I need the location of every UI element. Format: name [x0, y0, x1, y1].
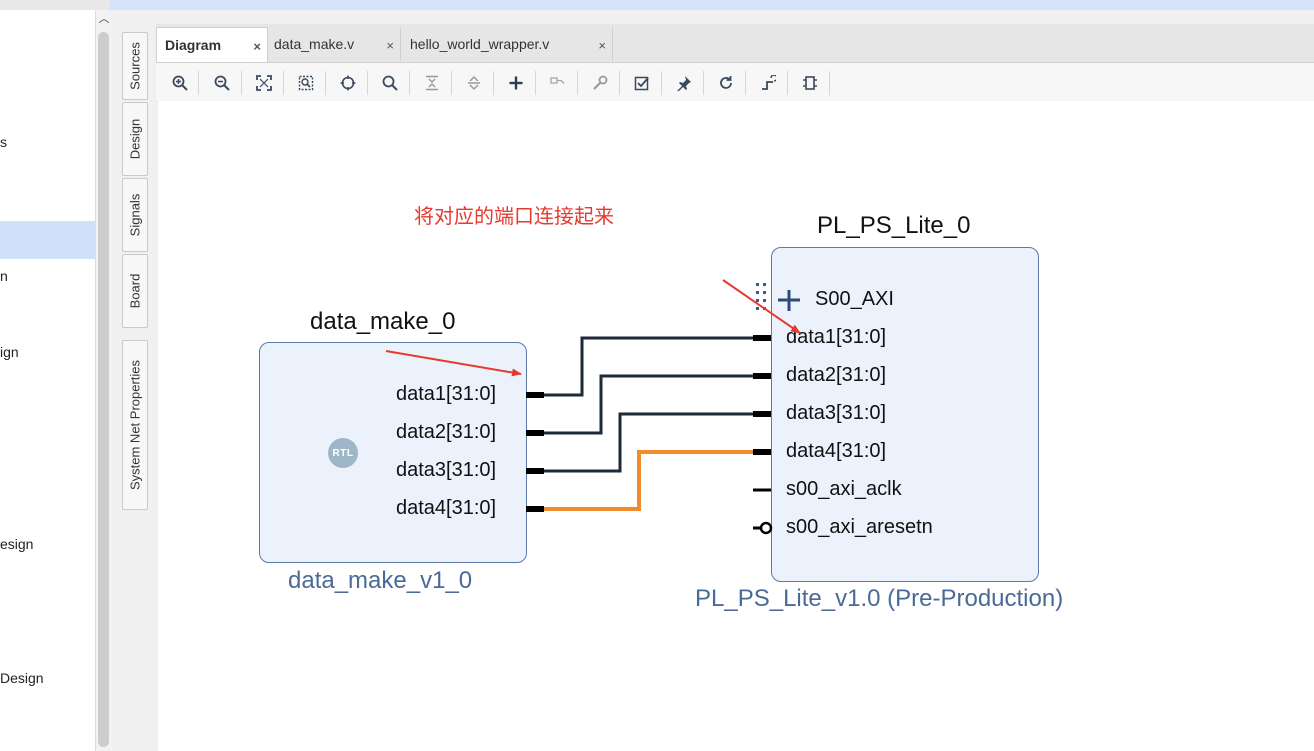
toolbar-separator	[198, 71, 199, 95]
address-icon[interactable]	[799, 72, 821, 94]
toolbar-separator	[577, 71, 578, 95]
annotation-arrow	[722, 279, 801, 334]
input-port-data4[interactable]: data4[31:0]	[786, 440, 887, 462]
expand-icon[interactable]	[463, 72, 485, 94]
search-icon[interactable]	[379, 72, 401, 94]
toolbar-separator	[787, 71, 788, 95]
block-ip-name: data_make_v1_0	[288, 567, 473, 594]
editor-tab-bar: Diagram × data_make.v × hello_world_wrap…	[156, 24, 1314, 63]
make-connection-icon[interactable]	[547, 72, 569, 94]
nav-item[interactable]: esign	[0, 536, 34, 552]
pin-stub[interactable]	[526, 392, 544, 398]
scrollbar-thumb[interactable]	[98, 32, 109, 747]
toolbar-separator	[703, 71, 704, 95]
tab-hello-world-wrapper-v[interactable]: hello_world_wrapper.v ×	[402, 27, 613, 61]
tab-label: Diagram	[165, 37, 222, 53]
nav-item[interactable]: n	[0, 268, 8, 284]
net-data3[interactable]	[544, 412, 753, 473]
regenerate-icon[interactable]	[715, 72, 737, 94]
toolbar-separator	[283, 71, 284, 95]
output-port-data2[interactable]: data2[31:0]	[396, 421, 497, 443]
pin-stub[interactable]	[526, 468, 544, 474]
tab-label: data_make.v	[274, 36, 355, 52]
toolbar-separator	[661, 71, 662, 95]
pin-stub[interactable]	[526, 506, 544, 512]
toolbar-separator	[409, 71, 410, 95]
pin-stub[interactable]	[526, 430, 544, 436]
reset-pin-bubble	[759, 521, 773, 535]
input-port-data3[interactable]: data3[31:0]	[786, 402, 887, 424]
toolbar-separator	[619, 71, 620, 95]
input-port-data2[interactable]: data2[31:0]	[786, 364, 887, 386]
tab-diagram[interactable]: Diagram ×	[156, 27, 268, 62]
zoom-out-icon[interactable]	[211, 72, 233, 94]
flow-navigator: s n ign esign Design	[0, 10, 95, 751]
data-make-block[interactable]	[259, 342, 527, 563]
side-tab-signals[interactable]: Signals	[122, 178, 148, 252]
block-ip-name: PL_PS_Lite_v1.0 (Pre-Production)	[695, 585, 1064, 612]
toolbar-separator	[325, 71, 326, 95]
collapse-icon[interactable]	[421, 72, 443, 94]
expand-plus-icon[interactable]	[778, 290, 800, 311]
pl-ps-lite-block[interactable]	[771, 247, 1039, 582]
net-data1[interactable]	[544, 336, 753, 397]
window-top-strip-left	[0, 0, 110, 10]
zoom-area-icon[interactable]	[295, 72, 317, 94]
toolbar-separator	[241, 71, 242, 95]
nav-item[interactable]: s	[0, 134, 7, 150]
center-icon[interactable]	[337, 72, 359, 94]
toolbar-separator	[493, 71, 494, 95]
input-port-data1[interactable]: data1[31:0]	[786, 326, 887, 348]
tab-data-make-v[interactable]: data_make.v ×	[266, 27, 401, 61]
pin-icon[interactable]	[673, 72, 695, 94]
pin-stub[interactable]	[753, 373, 771, 379]
zoom-in-icon[interactable]	[169, 72, 191, 94]
annotation-arrow	[385, 350, 522, 377]
reset-port[interactable]: s00_axi_aresetn	[786, 516, 933, 538]
properties-icon[interactable]	[589, 72, 611, 94]
output-port-data3[interactable]: data3[31:0]	[396, 459, 497, 481]
output-port-data4[interactable]: data4[31:0]	[396, 497, 497, 519]
toolbar-separator	[535, 71, 536, 95]
output-port-data1[interactable]: data1[31:0]	[396, 383, 497, 405]
fit-view-icon[interactable]	[253, 72, 275, 94]
side-tab-system-net-properties[interactable]: System Net Properties	[122, 340, 148, 510]
scroll-up-icon[interactable]: ︿	[98, 13, 110, 25]
close-icon[interactable]: ×	[598, 38, 606, 53]
toolbar-separator	[829, 71, 830, 95]
pin-stub[interactable]	[753, 449, 771, 455]
nav-item[interactable]: Design	[0, 670, 44, 686]
rtl-badge-icon: RTL	[328, 438, 358, 468]
block-instance-name: PL_PS_Lite_0	[817, 212, 971, 239]
pin-stub[interactable]	[753, 411, 771, 417]
toolbar-separator	[451, 71, 452, 95]
pin-stub[interactable]	[753, 335, 771, 341]
side-tab-design[interactable]: Design	[122, 102, 148, 176]
clock-port[interactable]: s00_axi_aclk	[786, 478, 902, 500]
net-data4[interactable]	[544, 450, 753, 511]
close-icon[interactable]: ×	[386, 38, 394, 53]
annotation-text: 将对应的端口连接起来	[414, 206, 614, 228]
window-top-strip	[0, 0, 1314, 10]
side-tab-sources[interactable]: Sources	[122, 32, 148, 100]
nav-item-selected[interactable]	[0, 221, 95, 259]
tab-label: hello_world_wrapper.v	[410, 36, 550, 52]
toolbar-separator	[367, 71, 368, 95]
side-tab-board[interactable]: Board	[122, 254, 148, 328]
block-instance-name: data_make_0	[310, 308, 456, 335]
toolbar-separator	[745, 71, 746, 95]
axi-interface-port[interactable]: S00_AXI	[815, 288, 894, 310]
validate-icon[interactable]	[631, 72, 653, 94]
nav-item[interactable]: ign	[0, 344, 19, 360]
close-icon[interactable]: ×	[253, 39, 261, 54]
net-data2[interactable]	[544, 374, 753, 435]
add-ip-icon[interactable]	[505, 72, 527, 94]
optimize-routing-icon[interactable]	[757, 72, 779, 94]
side-tab-strip: Sources Design Signals Board System Net …	[112, 10, 156, 751]
